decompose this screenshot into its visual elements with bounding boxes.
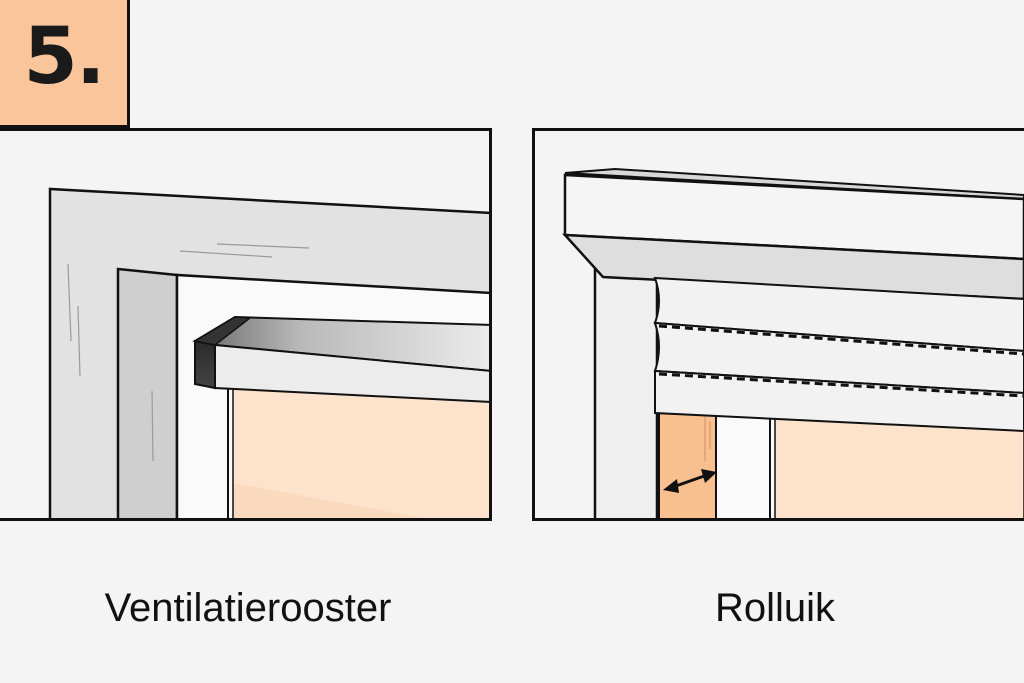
- shutter-jamb: [593, 261, 659, 518]
- shutter-box-front: [563, 173, 1024, 261]
- window-glass: [233, 386, 489, 518]
- guide-rail-highlight: [658, 405, 717, 518]
- panel-rolluik: [532, 128, 1024, 521]
- caption-ventilatierooster: Ventilatierooster: [104, 586, 392, 630]
- roller-shutter-illustration: [562, 167, 1024, 518]
- window-glass: [774, 410, 1024, 518]
- step-number: 5.: [23, 12, 106, 102]
- ventilation-grille-illustration: [48, 187, 489, 518]
- caption-rolluik: Rolluik: [714, 586, 836, 630]
- shutter-slat: [654, 369, 1024, 433]
- panel-ventilatierooster: [0, 128, 492, 521]
- step-badge: 5.: [0, 0, 130, 128]
- grille-endcap: [194, 339, 216, 390]
- frame-side: [116, 267, 179, 518]
- shutter-box-underside: [562, 233, 1024, 301]
- double-arrow-icon: [663, 469, 717, 493]
